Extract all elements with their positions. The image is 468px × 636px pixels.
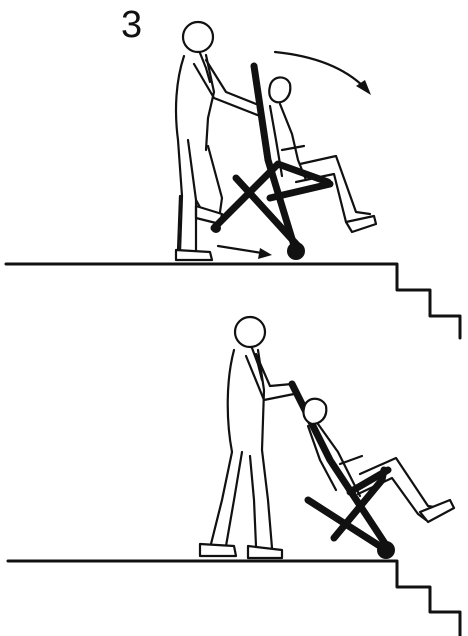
operator-arm (246, 356, 294, 400)
operator-foot-back (200, 544, 236, 556)
chair-wheel (377, 541, 395, 559)
patient-head (269, 77, 290, 102)
push-arrow-head (258, 248, 272, 259)
patient-head (303, 399, 326, 424)
operator-figure-bottom (200, 317, 294, 558)
top-floor-line (6, 264, 460, 338)
top-panel (6, 22, 460, 338)
operator-foot-front (248, 546, 282, 558)
chair-rear-leg (236, 178, 298, 246)
operator-foot-standing (176, 250, 212, 260)
patient-strap (282, 146, 304, 150)
step-number: 3 (121, 6, 142, 44)
operator-arm-lower (194, 64, 260, 116)
chair-wheel (287, 242, 305, 260)
operator-leg-front (250, 456, 256, 546)
operator-leg-raised-front (208, 146, 222, 212)
push-arrow-icon (218, 246, 262, 253)
patient-strap (340, 456, 362, 464)
operator-head (235, 317, 265, 347)
patient-figure-bottom (303, 399, 454, 522)
bottom-panel (8, 317, 460, 636)
bottom-floor-line (8, 561, 460, 636)
patient-foot (346, 216, 376, 232)
operator-head (183, 22, 213, 52)
chair-front-wheel (211, 223, 221, 233)
operator-front (258, 350, 272, 548)
